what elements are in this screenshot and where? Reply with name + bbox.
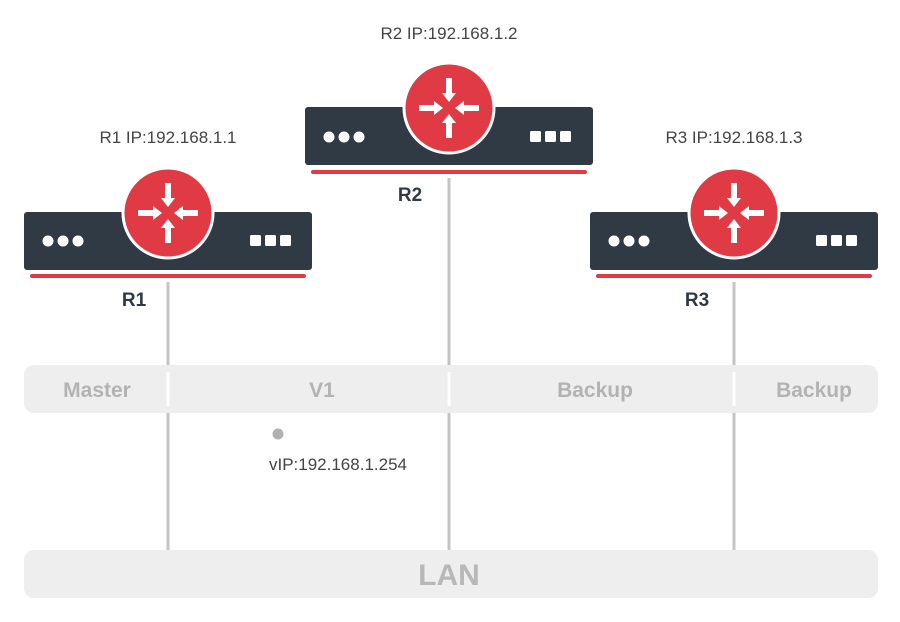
router-accent-line xyxy=(311,170,587,174)
band-segment-master: Master xyxy=(63,379,131,402)
router-name: R2 xyxy=(398,185,422,206)
virtual-ip-dot-icon xyxy=(272,428,284,440)
ports-indicator-icon xyxy=(250,235,291,246)
dots-indicator-icon xyxy=(608,235,650,247)
router-ip-label: R1 IP:192.168.1.1 xyxy=(99,128,236,147)
router-accent-line xyxy=(596,274,872,278)
virtual-ip-label: vIP:192.168.1.254 xyxy=(269,455,407,474)
lan-band: LAN xyxy=(24,550,878,598)
ports-indicator-icon xyxy=(530,131,571,142)
band-segment-backup-r3: Backup xyxy=(776,379,852,402)
dots-indicator-icon xyxy=(42,235,84,247)
link-lines xyxy=(166,178,736,550)
band-segment-v1: V1 xyxy=(309,379,335,402)
router-arrows-icon xyxy=(687,166,781,260)
vrrp-group-band: Master V1 Backup Backup xyxy=(24,365,878,413)
router-arrows-icon xyxy=(402,61,496,155)
lan-label: LAN xyxy=(418,559,480,592)
router-ip-label: R3 IP:192.168.1.3 xyxy=(665,128,802,147)
ports-indicator-icon xyxy=(816,235,857,246)
router-r1: R1 IP:192.168.1.1 R1 xyxy=(24,128,312,311)
vrrp-band-background xyxy=(24,365,878,413)
lan-band-background xyxy=(24,550,878,598)
router-r2: R2 IP:192.168.1.2 R2 xyxy=(305,24,593,206)
router-r3: R3 IP:192.168.1.3 R3 xyxy=(590,128,878,311)
router-accent-line xyxy=(30,274,306,278)
band-segment-backup-r2: Backup xyxy=(557,379,633,402)
router-ip-label: R2 IP:192.168.1.2 xyxy=(380,24,517,43)
dots-indicator-icon xyxy=(323,131,365,143)
router-name: R1 xyxy=(122,290,147,311)
virtual-ip: vIP:192.168.1.254 xyxy=(269,428,407,474)
router-arrows-icon xyxy=(121,166,215,260)
router-name: R3 xyxy=(685,290,709,311)
